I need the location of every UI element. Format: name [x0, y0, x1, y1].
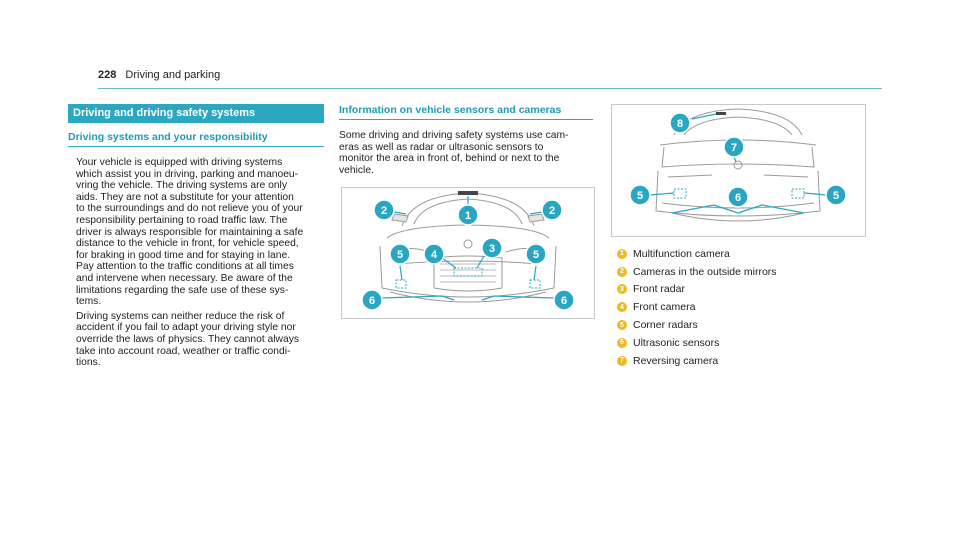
callout-2-right [541, 199, 563, 221]
legend-item: 3 Front radar [617, 281, 867, 299]
rear-vehicle-illustration: 8 7 5 5 6 [629, 108, 847, 222]
callout-label-2-left: 2 [381, 205, 387, 217]
legend-label: Reversing camera [633, 354, 719, 367]
front-vehicle-illustration: 1 2 2 3 4 5 5 6 6 [361, 191, 575, 311]
paragraph-sensors: Some driving and driving safety systems … [339, 130, 569, 176]
callout-8 [669, 112, 691, 134]
callout-label-5-right: 5 [833, 190, 839, 202]
legend-label: Multifunction camera [633, 247, 730, 260]
callout-5-right [825, 184, 847, 206]
legend-number-badge: 5 [617, 320, 627, 331]
callout-label-7: 7 [731, 142, 737, 154]
legend-label: Corner radars [633, 319, 698, 332]
callout-6-left [361, 289, 383, 311]
legend-label: Front camera [633, 301, 696, 314]
callout-3 [481, 237, 503, 259]
header-divider [98, 88, 882, 89]
callout-label-1: 1 [465, 210, 471, 222]
rear-vehicle-figure: 8 7 5 5 6 [611, 104, 866, 237]
legend-label: Cameras in the outside mirrors [633, 265, 777, 278]
callout-4 [423, 243, 445, 265]
column-left: Driving and driving safety systems Drivi… [68, 104, 324, 369]
page-header-title: Driving and parking [125, 69, 221, 81]
legend-number-badge: 2 [617, 266, 627, 277]
legend-number-badge: 1 [617, 248, 627, 259]
legend-item: 1 Multifunction camera [617, 245, 867, 263]
callout-2-left [373, 199, 395, 221]
figure-legend: 1 Multifunction camera 2 Cameras in the … [617, 245, 867, 370]
legend-number-badge: 6 [617, 337, 627, 348]
callout-label-6-right: 6 [561, 295, 567, 307]
callout-label-5-left: 5 [637, 190, 643, 202]
callout-5-right [525, 243, 547, 265]
callout-1 [457, 204, 479, 226]
callout-6-right [553, 289, 575, 311]
legend-number-badge: 3 [617, 284, 627, 295]
callout-label-5-left: 5 [397, 249, 403, 261]
legend-number-badge: 4 [617, 302, 627, 313]
callout-label-5-right: 5 [533, 249, 539, 261]
legend-item: 4 Front camera [617, 298, 867, 316]
legend-label: Front radar [633, 283, 685, 296]
callout-label-6: 6 [735, 192, 741, 204]
section-title: Driving and driving safety systems [68, 104, 324, 123]
callout-7 [723, 136, 745, 158]
callout-5-left [629, 184, 651, 206]
legend-item: 2 Cameras in the outside mirrors [617, 263, 867, 281]
callout-label-2-right: 2 [549, 205, 555, 217]
callout-5-left [389, 243, 411, 265]
paragraph-responsibility: Your vehicle is equipped with driving sy… [76, 157, 304, 308]
legend-item: 7 Reversing camera [617, 352, 867, 370]
callout-label-6-left: 6 [369, 295, 375, 307]
legend-item: 6 Ultrasonic sensors [617, 334, 867, 352]
callout-label-3: 3 [489, 243, 495, 255]
page-header: 228 Driving and parking [98, 69, 220, 81]
paragraph-limitations: Driving systems can neither reduce the r… [76, 310, 300, 369]
page-number: 228 [98, 69, 117, 81]
legend-item: 5 Corner radars [617, 316, 867, 334]
column-middle: Information on vehicle sensors and camer… [339, 104, 593, 176]
front-vehicle-figure: 1 2 2 3 4 5 5 6 6 [341, 187, 595, 319]
callout-label-8: 8 [677, 118, 683, 130]
subheading-responsibility: Driving systems and your responsibility [68, 131, 324, 147]
callout-6 [727, 186, 749, 208]
legend-number-badge: 7 [617, 355, 627, 366]
callout-label-4: 4 [431, 249, 438, 261]
subheading-sensors: Information on vehicle sensors and camer… [339, 104, 593, 120]
legend-label: Ultrasonic sensors [633, 336, 720, 349]
